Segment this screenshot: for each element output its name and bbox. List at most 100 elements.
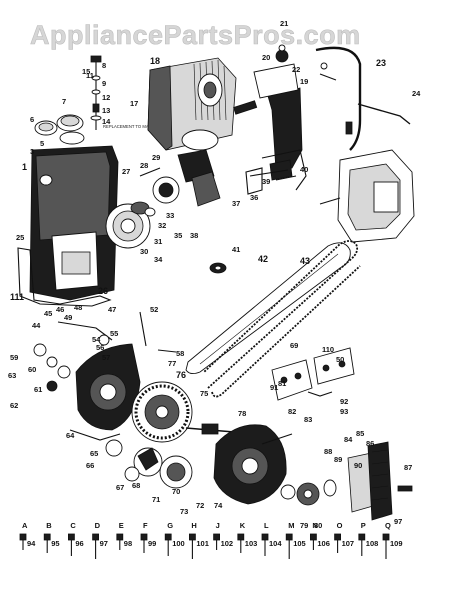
callout-45: 45 (44, 309, 52, 318)
fuel-cap-assembly (34, 114, 85, 145)
callout-22: 22 (292, 65, 300, 74)
hardware-letter: K (240, 521, 246, 530)
callout-36: 36 (250, 193, 258, 202)
callout-7: 7 (62, 97, 66, 106)
handle-guard (319, 149, 415, 243)
screw-head (309, 533, 317, 541)
callout-75: 75 (200, 389, 208, 398)
callout-61: 61 (34, 385, 42, 394)
callout-41: 41 (232, 245, 240, 254)
hardware-letter: C (70, 521, 76, 530)
hardware-number: 109 (390, 539, 403, 548)
callout-52: 52 (150, 305, 158, 314)
callout-48: 48 (74, 303, 82, 312)
clamp-bracket (245, 159, 293, 195)
callout-70: 70 (172, 487, 180, 496)
screw-head (334, 533, 342, 541)
diagram-note: REPLACEMENT TO MATCH (103, 124, 157, 129)
callout-6: 6 (30, 115, 34, 124)
callout-66: 66 (86, 461, 94, 470)
air-filter-cover (347, 441, 413, 521)
hardware-number: 94 (27, 539, 36, 548)
hardware-letter: J (216, 521, 220, 530)
callout-67: 67 (116, 483, 124, 492)
hardware-letter: E (119, 521, 124, 530)
hardware-letter: P (361, 521, 366, 530)
callout-27: 27 (122, 167, 130, 176)
fuel-tank-housing (17, 145, 119, 307)
callout-11: 11 (86, 71, 94, 80)
callout-86: 86 (366, 439, 374, 448)
crankshaft (185, 423, 235, 435)
screw-head (92, 533, 99, 541)
callout-74: 74 (214, 501, 223, 510)
screw-head (43, 533, 51, 541)
callout-68: 68 (132, 481, 140, 490)
callout-33: 33 (166, 211, 174, 220)
hardware-row: A94B95C96D97E98F99G100H101J102K103L104M1… (19, 521, 403, 559)
callout-84: 84 (344, 435, 353, 444)
callout-81: 81 (278, 379, 286, 388)
screw-head (140, 533, 148, 541)
callout-43: 43 (300, 256, 310, 266)
callout-49: 49 (64, 313, 72, 322)
screw-head (261, 533, 269, 541)
hardware-letter: O (337, 521, 343, 530)
callout-29: 29 (152, 153, 160, 162)
callout-89: 89 (334, 455, 342, 464)
callout-64: 64 (66, 431, 75, 440)
callout-12: 12 (102, 93, 110, 102)
callout-39: 39 (262, 177, 270, 186)
callout-76: 76 (176, 370, 186, 380)
callout-40: 40 (300, 165, 308, 174)
handlebar (315, 46, 411, 151)
hardware-number: 104 (269, 539, 282, 548)
callout-93: 93 (340, 407, 348, 416)
callout-60: 60 (28, 365, 36, 374)
hardware-number: 95 (51, 539, 59, 548)
callout-46: 46 (56, 305, 64, 314)
screw-head (213, 533, 221, 541)
hardware-letter: F (143, 521, 148, 530)
callout-88: 88 (324, 447, 332, 456)
callout-58: 58 (176, 349, 184, 358)
hardware-number: 100 (172, 539, 185, 548)
callout-21: 21 (280, 19, 288, 28)
hardware-number: 105 (293, 539, 306, 548)
clutch-shoes (105, 439, 193, 489)
hardware-number: 97 (100, 539, 108, 548)
callout-80: 80 (314, 521, 322, 530)
callout-65: 65 (90, 449, 98, 458)
engine-cylinder (147, 57, 258, 151)
chain-repair-parts (271, 347, 355, 401)
piston-assembly (105, 201, 156, 249)
hardware-letter: H (191, 521, 196, 530)
callout-111: 111 (10, 292, 24, 302)
carburetor (139, 149, 221, 207)
callout-63: 63 (8, 371, 16, 380)
callout-17: 17 (130, 99, 138, 108)
callout-87: 87 (404, 463, 412, 472)
callout-5: 5 (40, 139, 44, 148)
callout-34: 34 (154, 255, 163, 264)
hardware-letter: B (46, 521, 52, 530)
screw-head (358, 533, 366, 541)
hardware-letter: D (95, 521, 101, 530)
screw-head (285, 533, 293, 541)
hardware-letter: N (312, 521, 317, 530)
callout-71: 71 (152, 495, 160, 504)
hardware-number: 101 (196, 539, 209, 548)
callout-90: 90 (354, 461, 362, 470)
callout-24: 24 (412, 89, 421, 98)
callout-37: 37 (232, 199, 240, 208)
callout-97: 97 (394, 517, 402, 526)
hardware-letter: L (264, 521, 269, 530)
callout-72: 72 (196, 501, 204, 510)
screw-head (382, 533, 390, 541)
callout-78: 78 (238, 409, 246, 418)
bar-nut (209, 262, 227, 274)
callout-85: 85 (356, 429, 364, 438)
hardware-number: 99 (148, 539, 156, 548)
callout-layer: 1356789111213141517181920212223242526272… (8, 19, 421, 530)
